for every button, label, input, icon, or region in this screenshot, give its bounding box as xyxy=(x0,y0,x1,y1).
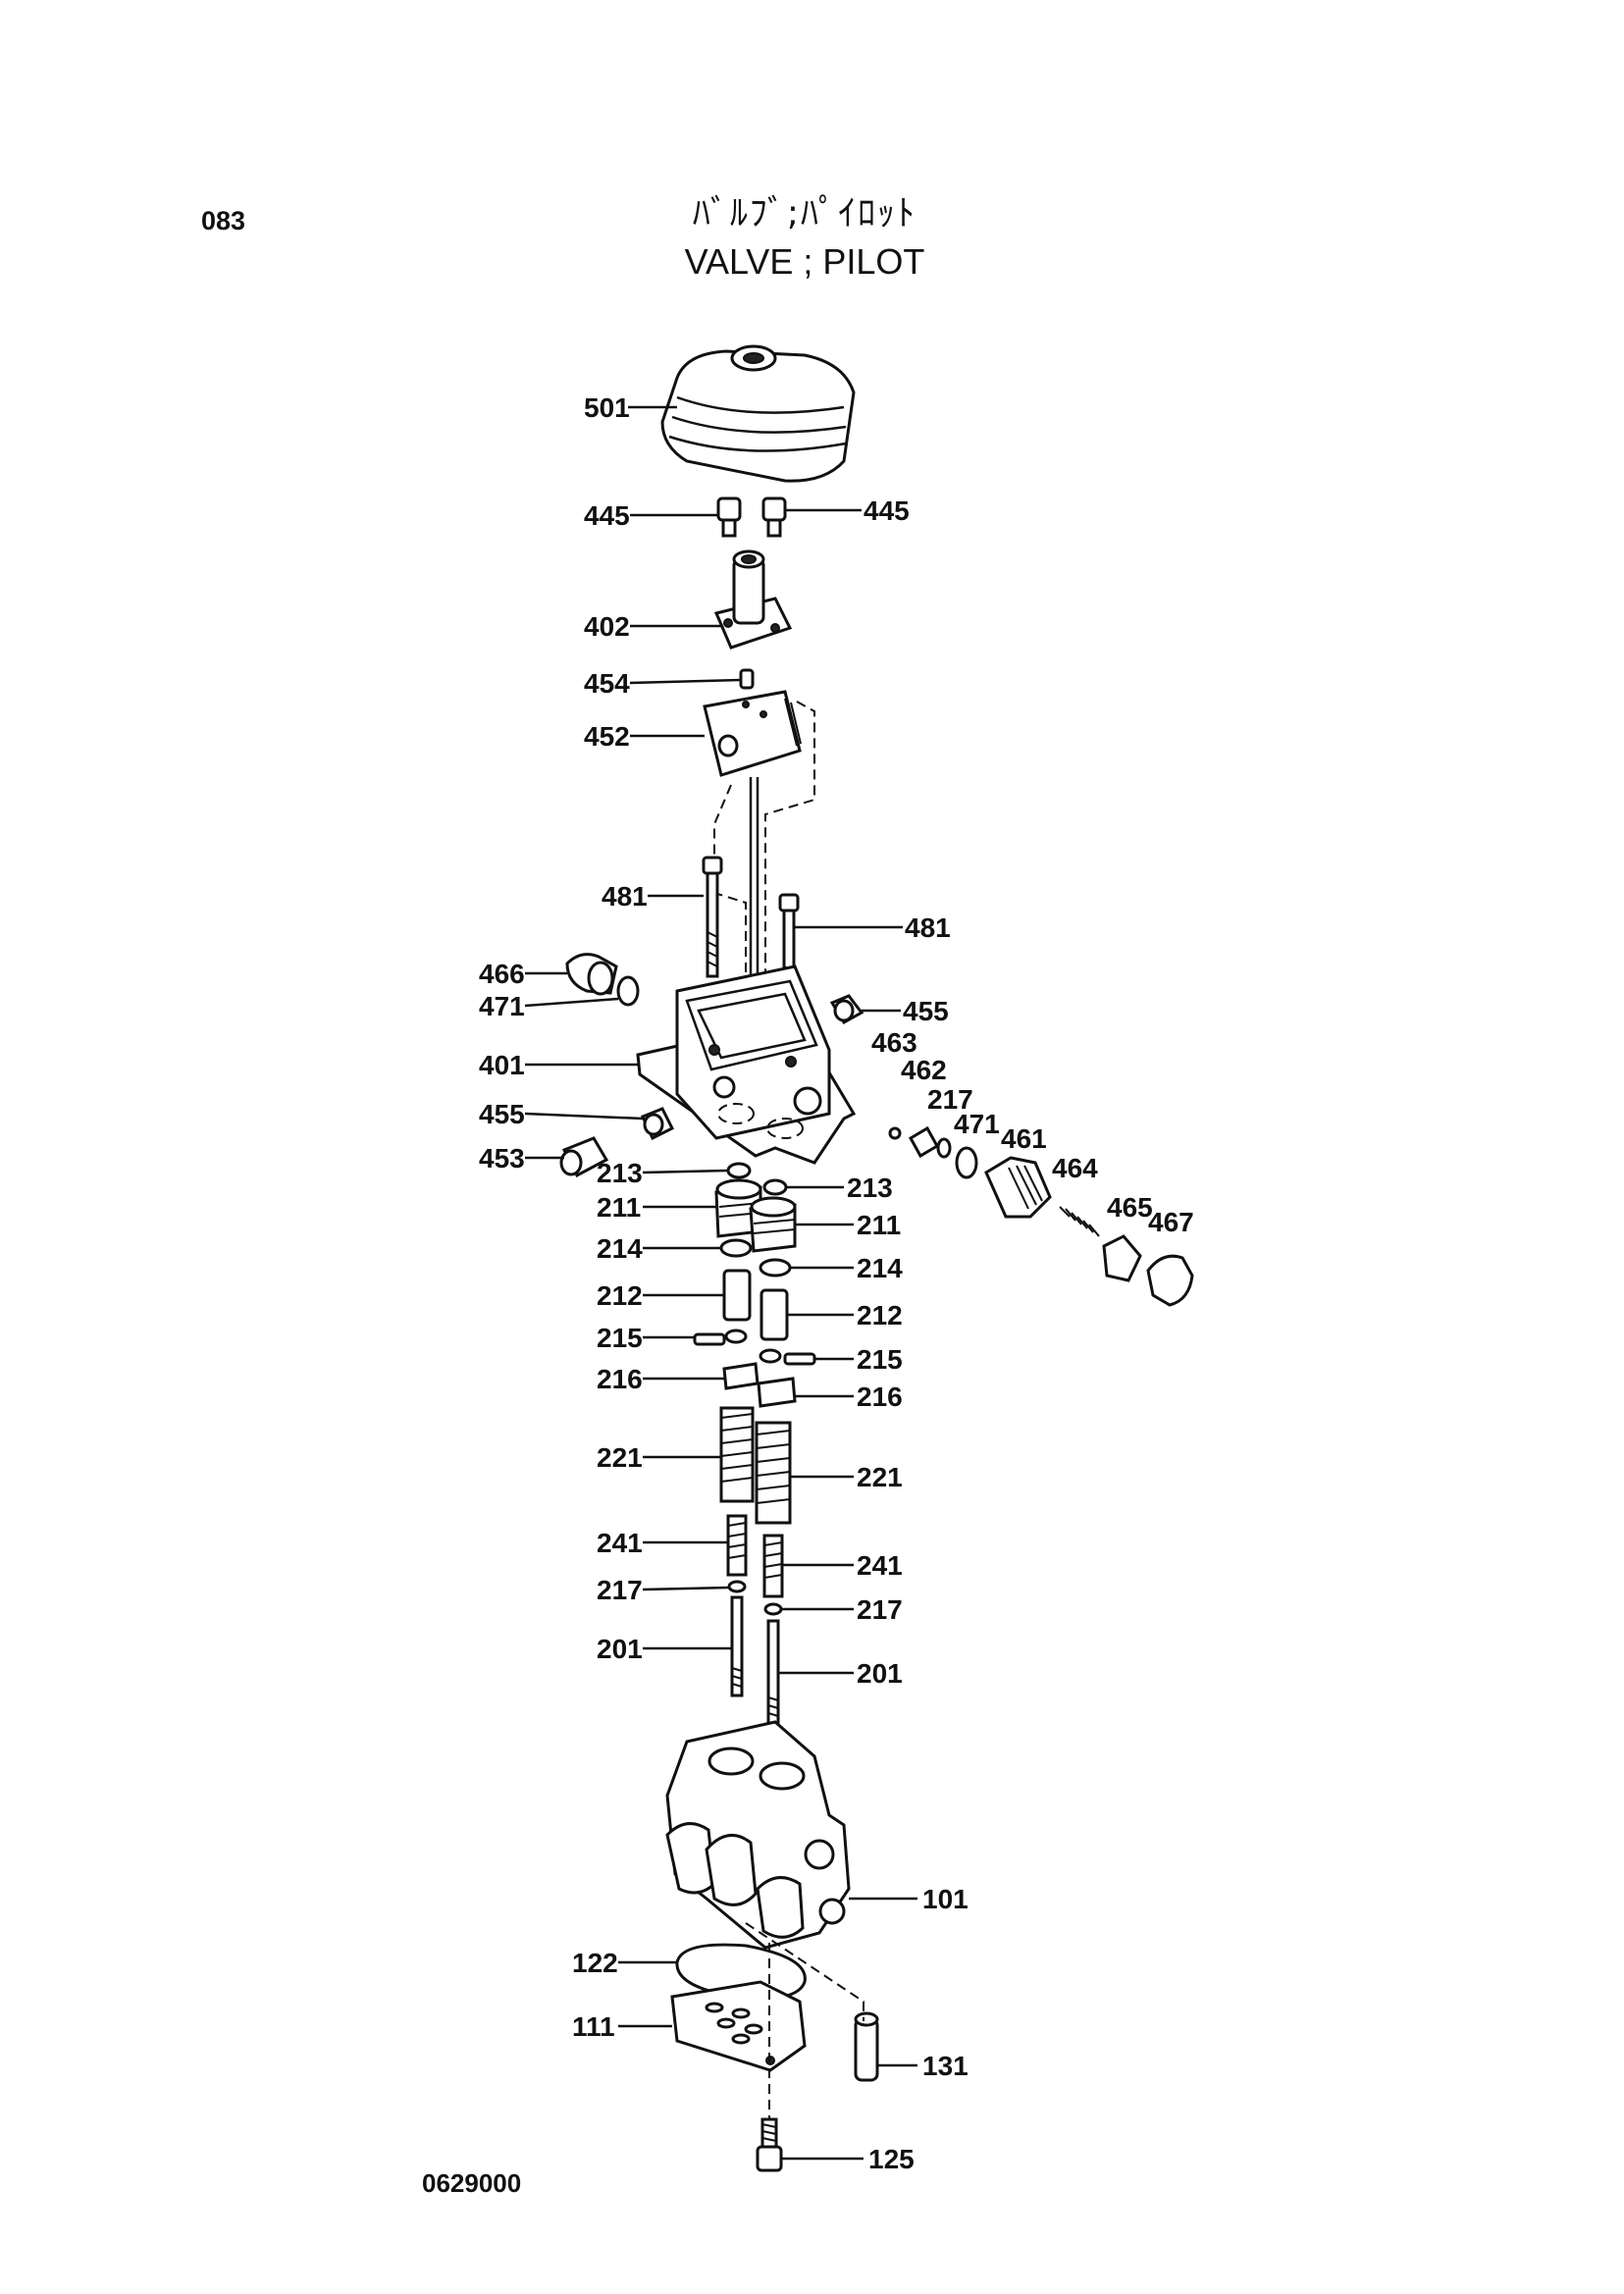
callout-221-left: 221 xyxy=(597,1442,643,1473)
callout-101: 101 xyxy=(922,1884,969,1914)
callout-215-left: 215 xyxy=(597,1323,643,1353)
callout-452: 452 xyxy=(584,721,630,752)
callout-201-left: 201 xyxy=(597,1634,643,1664)
callout-201-right: 201 xyxy=(857,1658,903,1689)
part-131-pin xyxy=(854,2011,879,2082)
callout-125: 125 xyxy=(868,2144,915,2174)
callout-462: 462 xyxy=(901,1055,947,1085)
part-471-oring xyxy=(616,975,640,1007)
title-japanese: ﾊﾞﾙﾌﾞ;ﾊﾟｲﾛｯﾄ xyxy=(692,193,917,234)
callout-221-right: 221 xyxy=(857,1462,903,1492)
part-215-pin-left xyxy=(693,1332,726,1346)
page-number: 083 xyxy=(201,206,246,235)
part-125-bolt xyxy=(756,2117,783,2172)
callout-217-right: 217 xyxy=(927,1084,973,1115)
part-217-oring-right xyxy=(936,1137,952,1159)
callout-471-left: 471 xyxy=(479,991,525,1021)
part-455-plugs xyxy=(640,994,864,1141)
callout-445-left: 445 xyxy=(584,500,630,531)
part-stack-left xyxy=(714,1162,762,1697)
callout-211-left: 211 xyxy=(597,1192,641,1223)
title-english: VALVE ; PILOT xyxy=(684,241,925,282)
title-block: ﾊﾞﾙﾌﾞ;ﾊﾟｲﾛｯﾄ VALVE ; PILOT xyxy=(550,184,1060,283)
callout-402: 402 xyxy=(584,611,630,642)
callout-215-right: 215 xyxy=(857,1344,903,1375)
part-462-orifice xyxy=(908,1125,940,1159)
part-stack-right xyxy=(749,1178,797,1726)
callout-455-left: 455 xyxy=(479,1099,525,1129)
callout-241-left: 241 xyxy=(597,1528,643,1558)
callout-131: 131 xyxy=(922,2051,969,2081)
part-465-nut xyxy=(1102,1234,1142,1282)
part-466-plug xyxy=(565,953,618,996)
dashed-guide-left xyxy=(713,784,747,981)
callout-241-right: 241 xyxy=(857,1550,903,1581)
callout-213-left: 213 xyxy=(597,1158,643,1188)
leader-lines xyxy=(524,405,917,2161)
callout-217-mid: 217 xyxy=(857,1594,903,1625)
part-463-ball xyxy=(888,1126,902,1140)
part-402-plate xyxy=(713,549,793,650)
callout-214-left: 214 xyxy=(597,1233,643,1264)
callout-467: 467 xyxy=(1148,1207,1194,1237)
callout-471-right: 471 xyxy=(954,1109,1000,1139)
callout-211-right: 211 xyxy=(857,1210,901,1240)
callout-455-right: 455 xyxy=(903,996,949,1026)
callout-464: 464 xyxy=(1052,1153,1098,1183)
callout-461: 461 xyxy=(1001,1123,1047,1154)
callout-212-right: 212 xyxy=(857,1300,903,1330)
part-101-body xyxy=(665,1720,851,1950)
part-111-plate xyxy=(670,1980,807,2072)
callout-212-left: 212 xyxy=(597,1280,643,1311)
part-401-casing xyxy=(636,965,857,1165)
part-461-connector xyxy=(984,1156,1052,1219)
callout-labels: 501 445 445 402 454 452 481 481 466 471 … xyxy=(479,392,1194,2174)
part-471-oring-right xyxy=(955,1146,978,1179)
part-467-cap xyxy=(1146,1254,1194,1307)
callout-501: 501 xyxy=(584,392,630,423)
part-453-pin xyxy=(559,1136,609,1178)
callout-453: 453 xyxy=(479,1143,525,1173)
document-code: 0629000 xyxy=(422,2168,522,2198)
callout-216-right: 216 xyxy=(857,1382,903,1412)
dashed-guide-pin xyxy=(745,1922,864,2021)
callout-454: 454 xyxy=(584,668,630,699)
callout-445-right: 445 xyxy=(864,495,910,526)
callout-122: 122 xyxy=(572,1948,618,1978)
callout-214-right: 214 xyxy=(857,1253,903,1283)
callout-465: 465 xyxy=(1107,1192,1153,1223)
callout-401: 401 xyxy=(479,1050,525,1080)
callout-463: 463 xyxy=(871,1027,917,1058)
callout-481-left: 481 xyxy=(602,881,648,912)
part-452-block xyxy=(703,690,802,777)
callout-466: 466 xyxy=(479,959,525,989)
callout-216-left: 216 xyxy=(597,1364,643,1394)
part-501-boot xyxy=(660,344,856,483)
part-122-gasket xyxy=(675,1943,807,2001)
part-215-pin-right xyxy=(783,1352,816,1366)
part-454-screw xyxy=(739,668,755,690)
part-464-spring xyxy=(1059,1206,1100,1237)
callout-213-right: 213 xyxy=(847,1173,893,1203)
callout-481-right: 481 xyxy=(905,912,951,943)
callout-217-left: 217 xyxy=(597,1575,643,1605)
callout-111: 111 xyxy=(572,2011,615,2042)
part-445-bolts xyxy=(716,496,787,538)
